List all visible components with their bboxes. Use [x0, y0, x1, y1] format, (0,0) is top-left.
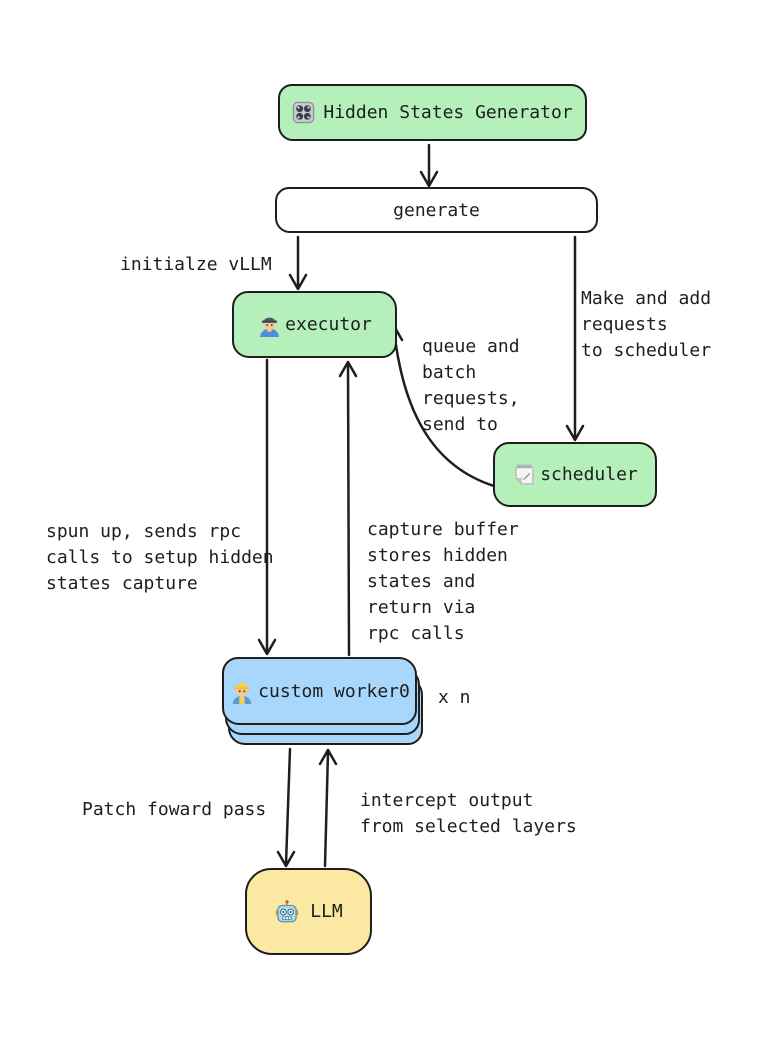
spiral-notepad-icon: [512, 462, 537, 487]
edge-worker-to-llm: [276, 747, 296, 868]
edge-generator-to-generate: [419, 143, 439, 188]
node-executor-label: executor: [285, 314, 372, 335]
label-make-and-add-requests: Make and add requests to scheduler: [581, 288, 712, 361]
label-intercept-output: intercept output from selected layers: [360, 790, 577, 837]
edge-worker-to-executor: [338, 360, 358, 657]
node-generate-label: generate: [393, 199, 480, 221]
node-custom-worker: custom worker0: [222, 657, 417, 725]
robot-icon: [274, 899, 300, 925]
node-generate: generate: [275, 187, 598, 233]
worker-multiplier-label: x n: [438, 687, 471, 708]
edge-generate-to-executor: [288, 235, 308, 291]
label-queue-and-batch: queue and batch requests, send to: [422, 336, 520, 435]
label-patch-forward-pass: Patch foward pass: [82, 799, 267, 820]
node-hidden-states-generator-label: Hidden States Generator: [323, 102, 573, 123]
node-llm: LLM: [245, 868, 372, 955]
control-knobs-icon: [292, 101, 315, 124]
node-executor: executor: [232, 291, 397, 358]
man-mechanic-icon: [257, 312, 282, 337]
edge-generate-to-scheduler: [565, 235, 585, 442]
node-scheduler-label: scheduler: [540, 464, 638, 485]
node-llm-label: LLM: [310, 901, 343, 922]
edge-executor-to-worker: [257, 358, 277, 656]
label-initialize-vllm: initialze vLLM: [120, 254, 272, 275]
construction-worker-icon: [229, 678, 255, 704]
label-capture-buffer: capture buffer stores hidden states and …: [367, 519, 519, 644]
node-hidden-states-generator: Hidden States Generator: [278, 84, 587, 141]
node-custom-worker-label: custom worker0: [258, 680, 410, 702]
label-spun-up-rpc: spun up, sends rpc calls to setup hidden…: [46, 521, 274, 594]
edge-llm-to-worker: [318, 748, 338, 868]
node-scheduler: scheduler: [493, 442, 657, 507]
